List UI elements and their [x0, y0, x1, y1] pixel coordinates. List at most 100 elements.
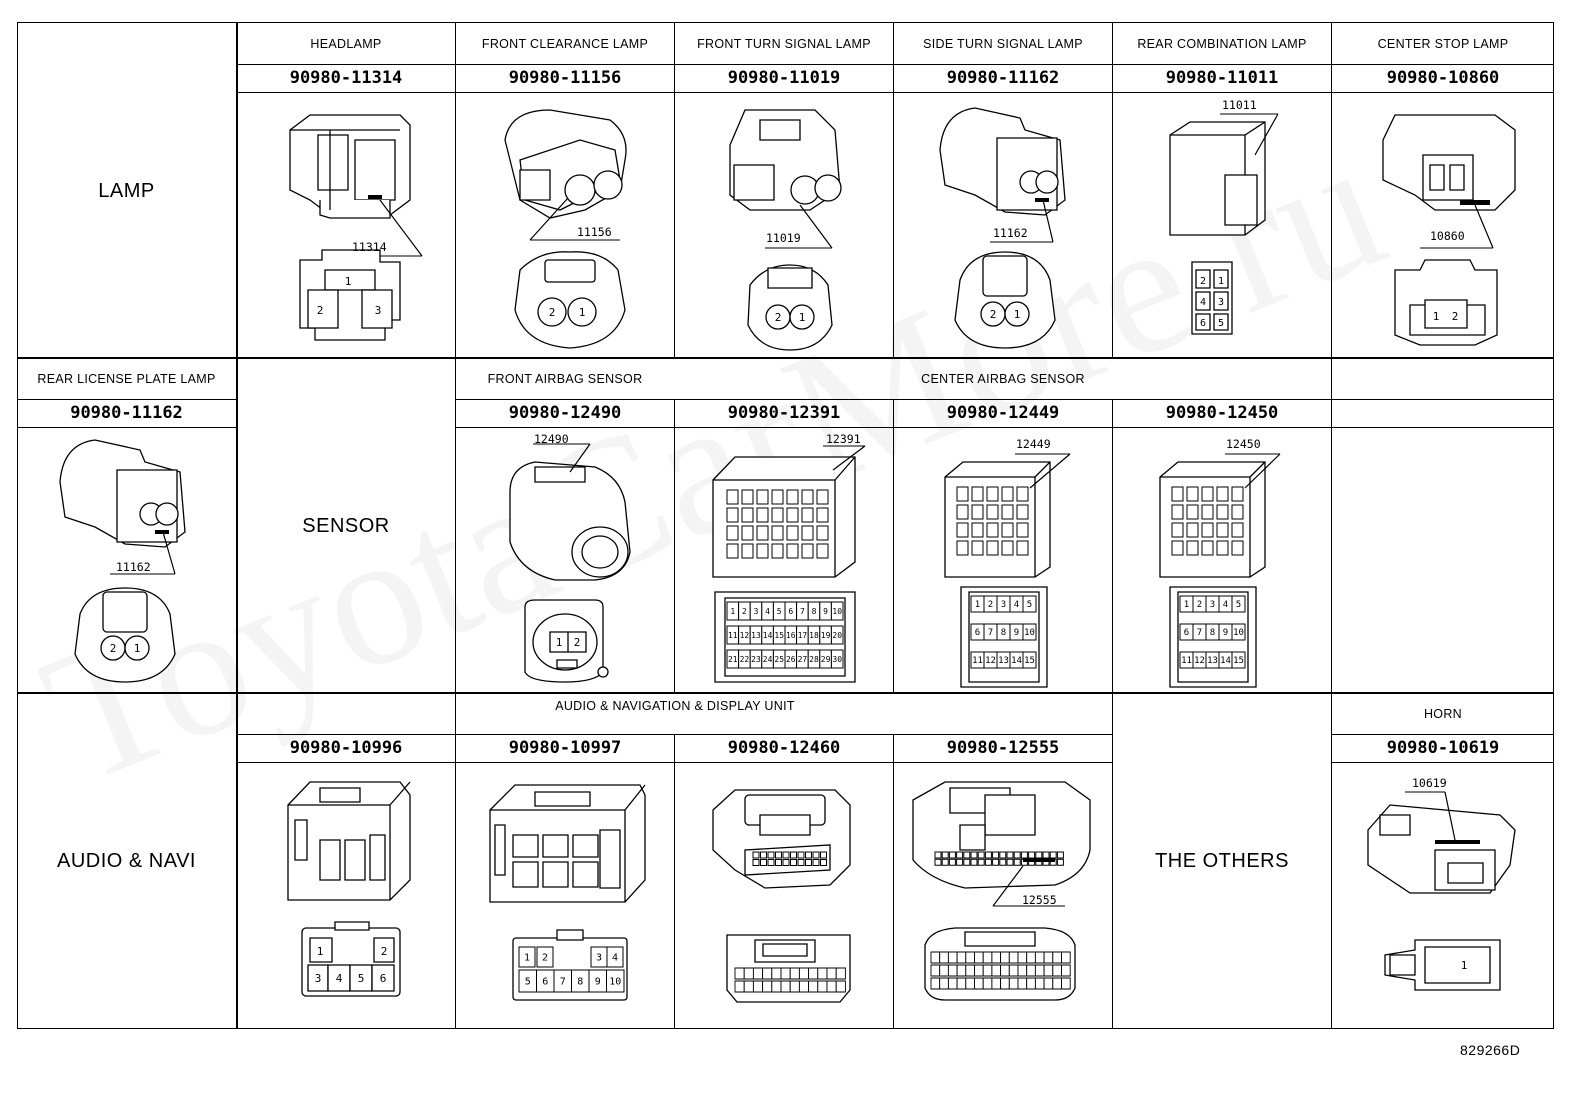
pin-label: 6	[1200, 318, 1206, 329]
pin-label: 15	[774, 631, 784, 640]
pin-label: 1	[975, 600, 980, 610]
cavity	[1007, 859, 1013, 865]
pin-cell	[1023, 652, 1036, 668]
pin-label: 3	[375, 304, 382, 317]
cavity	[1002, 505, 1013, 519]
pin-label: 24	[763, 655, 773, 664]
pin-label: 8	[577, 977, 583, 988]
pin-cell	[957, 978, 966, 989]
pin-cell	[1018, 965, 1027, 976]
pin-label: 22	[740, 655, 750, 664]
cavity	[957, 541, 968, 555]
cavity	[1202, 505, 1213, 519]
pin-cell	[781, 981, 790, 992]
cavity	[987, 487, 998, 501]
cavity	[1000, 859, 1006, 865]
cavity	[742, 490, 753, 504]
pin-label: 1	[730, 607, 735, 616]
pin-cell	[818, 968, 827, 979]
cavity	[1057, 852, 1063, 858]
pin-label: 2	[317, 304, 324, 317]
col-divider-6	[1331, 22, 1332, 1029]
cavity	[806, 852, 812, 858]
pin-cell	[836, 968, 845, 979]
category-sensor: SENSOR	[302, 515, 390, 537]
pin-cell	[1023, 624, 1036, 640]
pin-cell	[809, 981, 818, 992]
pin-label: 13	[998, 656, 1009, 666]
callout-label: 11011	[1222, 98, 1257, 112]
pin-cell	[992, 952, 1001, 963]
cavity	[727, 544, 738, 558]
cavity	[993, 859, 999, 865]
callout-label: 12449	[1016, 437, 1051, 451]
cavity	[1057, 859, 1063, 865]
cavity	[761, 852, 767, 858]
pin-cell	[763, 981, 772, 992]
part-number: 90980-11314	[289, 68, 403, 88]
pin-label: 2	[990, 308, 997, 321]
pin-cell	[537, 947, 553, 967]
pin-label: 1	[1218, 276, 1224, 287]
pin-cell	[931, 965, 940, 976]
pin-cell	[735, 968, 744, 979]
pin-cell	[831, 626, 843, 644]
pin-label: 2	[775, 311, 782, 324]
pin-label: 15	[1233, 656, 1244, 666]
cavity	[942, 852, 948, 858]
cavity	[753, 852, 759, 858]
pin-label: 20	[832, 631, 842, 640]
pin-grid	[735, 968, 845, 992]
cavity	[742, 508, 753, 522]
cavity	[1036, 852, 1042, 858]
callout-label: 11314	[352, 240, 387, 254]
pin-cell	[1035, 952, 1044, 963]
cavity	[1217, 505, 1228, 519]
cavity	[964, 852, 970, 858]
cavity	[821, 852, 827, 858]
pin-label: 1	[524, 953, 530, 964]
pin-cell	[1035, 965, 1044, 976]
pin-cell	[940, 965, 949, 976]
cavity	[1217, 487, 1228, 501]
cavity	[987, 505, 998, 519]
pin-label: 7	[800, 607, 805, 616]
pin-cell	[983, 965, 992, 976]
col-divider-3c	[674, 734, 675, 1029]
pin-cell	[753, 981, 762, 992]
pin-label: 14	[1220, 656, 1231, 666]
pin-cell	[948, 952, 957, 963]
drawing-code: 829266D	[1460, 1042, 1521, 1058]
cavity	[993, 852, 999, 858]
part-number: 90980-11162	[70, 403, 183, 423]
pin-label: 1	[317, 945, 324, 958]
pin-label: 4	[612, 953, 618, 964]
cavity	[753, 860, 759, 866]
header-line-r2a	[17, 399, 237, 400]
callout-label: 10860	[1430, 229, 1465, 243]
pin-cell	[940, 952, 949, 963]
col-divider-1b	[236, 357, 238, 692]
cavity	[802, 508, 813, 522]
pin-label: 17	[798, 631, 808, 640]
pin-cell	[1027, 952, 1036, 963]
pin-cell	[957, 965, 966, 976]
pin-label: 1	[556, 636, 563, 649]
header-line-r1b	[237, 92, 1554, 93]
rear-combination-connector-drawing: 2 1 4 3 6 5	[1160, 100, 1320, 350]
callout-label: 12490	[534, 432, 569, 446]
category-lamp: LAMP	[98, 180, 155, 202]
cavity	[957, 487, 968, 501]
part-number: 90980-12460	[727, 738, 841, 758]
cavity	[817, 490, 828, 504]
pin-cell	[818, 981, 827, 992]
part-number: 90980-12490	[508, 403, 622, 423]
pin-cell	[983, 978, 992, 989]
cavity-grid	[727, 490, 828, 558]
cavity	[727, 508, 738, 522]
category-audio-navi: AUDIO & NAVI	[57, 850, 196, 872]
pin-label: 2	[988, 600, 993, 610]
cavity	[1002, 487, 1013, 501]
cavity	[1202, 541, 1213, 555]
